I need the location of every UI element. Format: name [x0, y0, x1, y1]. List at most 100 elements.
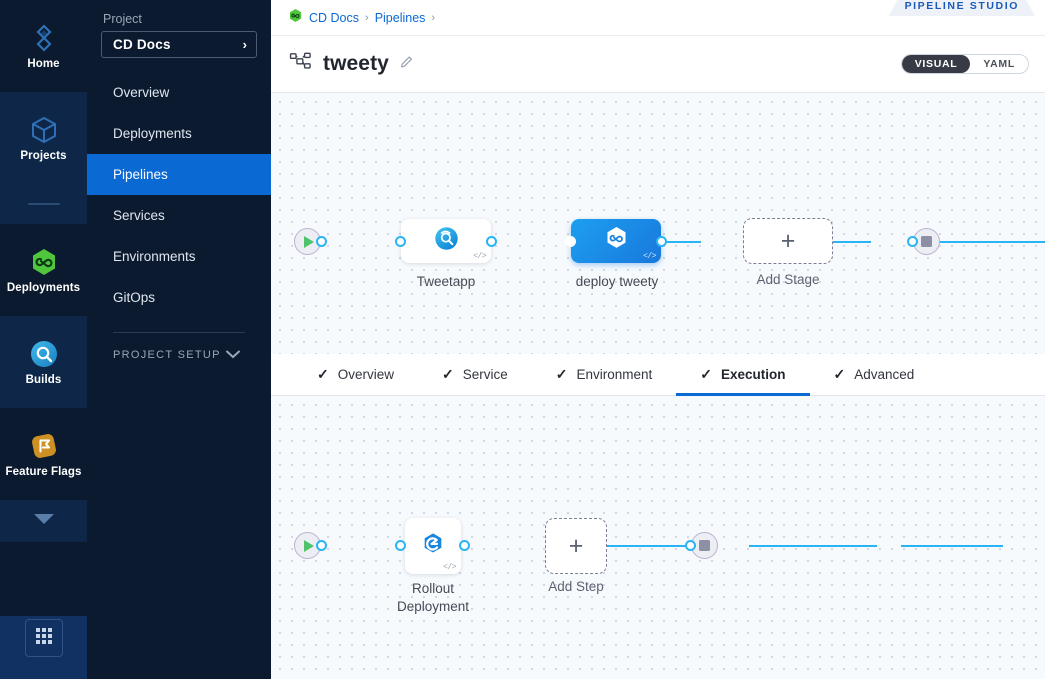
code-icon[interactable]: </>	[643, 252, 656, 261]
rail-label-builds: Builds	[25, 374, 62, 386]
sidebar-project-setup[interactable]: PROJECT SETUP	[87, 333, 271, 377]
tab-label-service: Service	[462, 366, 508, 382]
sidebar-item-overview[interactable]: Overview	[87, 72, 271, 113]
connector-dot-tweetapp-in[interactable]	[395, 236, 406, 247]
cube-icon	[28, 114, 60, 146]
plus-icon: +	[780, 226, 796, 255]
connector-dot-rollout-in[interactable]	[395, 540, 406, 551]
edge-deploy-to-addstage	[919, 241, 1045, 243]
green-hex-infinity-icon	[288, 8, 303, 28]
chevron-right-icon: ›	[242, 37, 247, 52]
stage-config-tabs: ✓ Overview ✓ Service ✓ Environment ✓ Exe…	[271, 354, 1045, 396]
add-step-button[interactable]: +	[545, 518, 607, 574]
connector-dot-deploy-in[interactable]	[565, 236, 576, 247]
app-grid-button[interactable]	[24, 619, 63, 657]
stop-icon	[921, 236, 932, 247]
step-canvas[interactable]: </> Rollout Deployment + Add Step	[271, 396, 1045, 679]
connector-dot-tweetapp-out[interactable]	[486, 236, 497, 247]
page-title: tweety	[323, 52, 389, 75]
code-icon[interactable]: </>	[443, 563, 456, 572]
toggle-visual[interactable]: VISUAL	[901, 55, 971, 73]
deployments-hex-infinity-icon	[28, 246, 60, 278]
stage-node-tweetapp[interactable]: </>	[401, 219, 491, 263]
sidebar-label-pipelines: Pipelines	[113, 167, 168, 182]
breadcrumb-pipelines[interactable]: Pipelines	[374, 10, 426, 25]
plus-icon: +	[568, 531, 584, 560]
tab-label-advanced: Advanced	[854, 366, 915, 382]
builds-magnifier-icon	[28, 338, 60, 370]
home-diamond-icon	[28, 22, 60, 54]
tab-label-overview: Overview	[337, 366, 394, 382]
connector-dot-start[interactable]	[316, 236, 327, 247]
play-icon	[304, 539, 314, 552]
edge-addstep-to-end	[901, 545, 1003, 547]
pipeline-title-group: tweety	[289, 52, 415, 77]
tab-service[interactable]: ✓ Service	[418, 355, 532, 396]
project-selector[interactable]: CD Docs ›	[101, 31, 257, 58]
stop-icon	[699, 540, 710, 551]
sidebar-item-deployments[interactable]: Deployments	[87, 113, 271, 154]
tab-advanced[interactable]: ✓ Advanced	[810, 355, 939, 396]
add-step-label: Add Step	[548, 579, 604, 594]
sidebar-item-environments[interactable]: Environments	[87, 236, 271, 277]
sidebar-divider	[113, 332, 245, 333]
tab-execution[interactable]: ✓ Execution	[676, 355, 810, 396]
rail-more-button[interactable]	[0, 500, 87, 542]
rail-label-home: Home	[27, 58, 60, 70]
add-stage-label: Add Stage	[756, 272, 820, 287]
connector-dot-end[interactable]	[907, 236, 918, 247]
rail-item-builds[interactable]: Builds	[0, 316, 87, 408]
code-icon[interactable]: </>	[473, 252, 486, 261]
breadcrumb-cd-docs[interactable]: CD Docs	[309, 10, 360, 25]
toggle-yaml[interactable]: YAML	[983, 58, 1015, 70]
rail-label-deployments: Deployments	[6, 282, 81, 294]
connector-dot-deploy-out[interactable]	[656, 236, 667, 247]
sidebar-label-environments: Environments	[113, 249, 196, 264]
pencil-icon[interactable]	[399, 54, 415, 75]
connector-dot-step-start[interactable]	[316, 540, 327, 551]
connector-dot-rollout-out[interactable]	[459, 540, 470, 551]
stage-caption-tweetapp: Tweetapp	[416, 274, 476, 289]
step-caption-line1: Rollout	[411, 581, 455, 596]
sidebar-label-services: Services	[113, 208, 165, 223]
view-mode-toggle[interactable]: VISUAL YAML	[900, 54, 1029, 74]
rail-label-feature-flags: Feature Flags	[5, 466, 82, 478]
rail-divider	[0, 184, 87, 224]
sidebar-item-services[interactable]: Services	[87, 195, 271, 236]
edge-start-to-rollout	[593, 545, 701, 547]
breadcrumb-separator-2: ›	[431, 11, 436, 24]
check-icon: ✓	[317, 365, 329, 382]
connector-dot-step-end[interactable]	[685, 540, 696, 551]
tab-overview[interactable]: ✓ Overview	[293, 355, 418, 396]
project-sidebar: Project CD Docs › Overview Deployments P…	[87, 0, 271, 679]
add-stage-button[interactable]: +	[743, 218, 833, 264]
sidebar-item-pipelines[interactable]: Pipelines	[87, 154, 271, 195]
check-icon: ✓	[442, 365, 454, 382]
step-node-rollout-deployment[interactable]: </>	[405, 518, 461, 574]
rail-item-feature-flags[interactable]: Feature Flags	[0, 408, 87, 500]
feature-flag-icon	[28, 430, 60, 462]
sidebar-label-overview: Overview	[113, 85, 170, 100]
check-icon: ✓	[700, 365, 713, 382]
project-label: Project	[103, 12, 142, 26]
edge-rollout-to-addstep	[749, 545, 877, 547]
sidebar-project-setup-label: PROJECT SETUP	[113, 349, 221, 361]
step-caption-rollout-deployment: Rollout Deployment	[368, 580, 498, 616]
sidebar-label-gitops: GitOps	[113, 290, 156, 305]
project-selector-value: CD Docs	[113, 37, 171, 52]
sidebar-label-deployments: Deployments	[113, 126, 192, 141]
rail-item-home[interactable]: Home	[0, 0, 87, 92]
stage-canvas[interactable]: </> Tweetapp </> deploy tweety +	[271, 93, 1045, 354]
breadcrumb-bar: CD Docs › Pipelines › PIPELINE STUDIO	[271, 0, 1045, 36]
breadcrumb-separator: ›	[365, 11, 369, 24]
stage-node-deploy-tweety[interactable]: </>	[571, 219, 661, 263]
step-caption-line2: Deployment	[396, 599, 470, 614]
rail-item-deployments[interactable]: Deployments	[0, 224, 87, 316]
chevron-down-icon	[225, 346, 241, 364]
sidebar-item-gitops[interactable]: GitOps	[87, 277, 271, 318]
pipeline-tree-icon	[289, 52, 313, 77]
main-content: CD Docs › Pipelines › PIPELINE STUDIO	[271, 0, 1045, 679]
rail-item-projects[interactable]: Projects	[0, 92, 87, 184]
tab-environment[interactable]: ✓ Environment	[532, 355, 677, 396]
